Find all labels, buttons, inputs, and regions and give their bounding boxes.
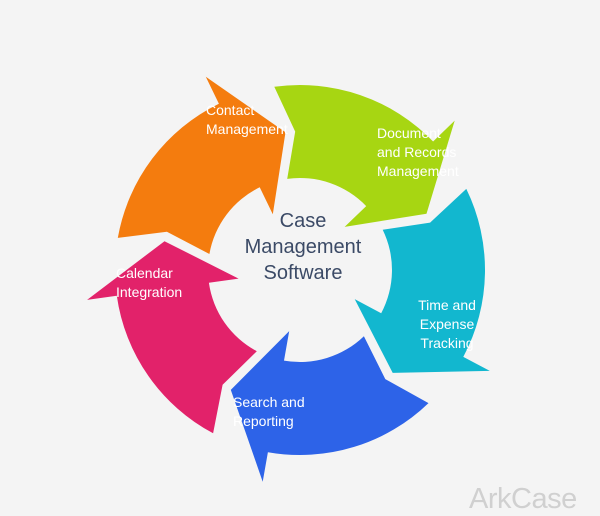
center-title: Case Management Software xyxy=(244,210,362,284)
label-time-expense-tracking: Time and Expense Tracking xyxy=(418,297,476,351)
arrow-document-records-management xyxy=(274,85,455,227)
arrow-search-reporting xyxy=(230,331,429,482)
arrow-time-expense-tracking xyxy=(354,188,490,373)
arrow-calendar-integration xyxy=(87,241,257,434)
label-search-reporting: Search and Reporting xyxy=(233,394,305,429)
arrow-contact-management xyxy=(117,76,286,254)
label-document-records-management: Document and Records Management xyxy=(377,125,459,179)
arkcase-logo: ArkCase xyxy=(469,483,577,515)
label-contact-management: Contact Management xyxy=(206,102,288,137)
label-calendar-integration: Calendar Integration xyxy=(116,265,183,300)
